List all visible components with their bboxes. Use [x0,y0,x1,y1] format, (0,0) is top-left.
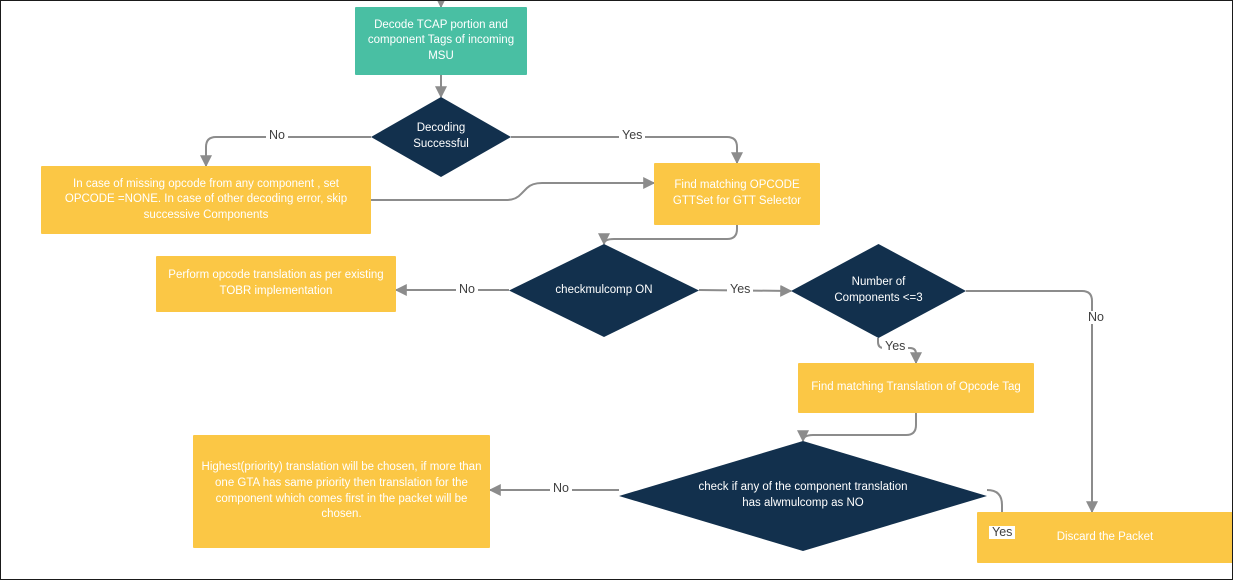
node-label-find-opcode-gttset: Find matching OPCODE GTTSet for GTT Sele… [672,179,802,207]
flow-node-perform-opcode-translation[interactable]: Perform opcode translation as per existi… [156,256,396,312]
node-label-decode-tcap: Decode TCAP portion and component Tags o… [367,18,515,62]
flow-node-highest-priority-translation[interactable]: Highest(priority) translation will be ch… [193,435,490,548]
flow-node-decoding-successful[interactable]: Decoding Successful [371,97,511,177]
flow-edge-e-no-missing [200,136,371,168]
flow-node-discard-the-packet[interactable]: Discard the Packet [977,512,1232,563]
node-label-number-of-components: Number of Components <=3 [834,276,923,304]
flow-node-missing-opcode[interactable]: In case of missing opcode from any compo… [41,166,371,234]
node-label-discard-the-packet: Discard the Packet [1056,530,1154,543]
edge-label-lbl-yes-check: Yes [727,283,754,296]
node-label-perform-opcode-translation: Perform opcode translation as per existi… [168,269,384,297]
flow-node-find-opcode-gttset[interactable]: Find matching OPCODE GTTSet for GTT Sele… [654,163,820,225]
edge-label-lbl-yes-decoding: Yes [619,129,646,142]
node-label-highest-priority-translation: Highest(priority) translation will be ch… [201,461,482,521]
edge-label-lbl-no-alw: No [550,482,572,495]
node-label-find-translation-opcode-tag: Find matching Translation of Opcode Tag [811,381,1021,394]
node-label-checkmulcomp: checkmulcomp ON [555,283,653,296]
node-label-decoding-successful: Decoding Successful [413,122,469,150]
edge-label-lbl-yes-alw: Yes [989,526,1016,539]
edge-label-lbl-yes-num: Yes [882,340,909,353]
flow-node-decode-tcap[interactable]: Decode TCAP portion and component Tags o… [355,7,527,75]
edge-label-lbl-no-check: No [456,283,478,296]
flow-node-checkmulcomp[interactable]: checkmulcomp ON [509,244,699,337]
flow-node-find-translation-opcode-tag[interactable]: Find matching Translation of Opcode Tag [798,363,1034,413]
flow-node-number-of-components[interactable]: Number of Components <=3 [791,244,966,338]
flow-edge-e-trans-check [797,413,917,443]
node-label-missing-opcode: In case of missing opcode from any compo… [64,177,348,221]
edge-label-lbl-no-num: No [1085,311,1107,324]
flow-node-check-alwmulcomp[interactable]: check if any of the component translatio… [619,441,987,551]
edge-label-lbl-no-decoding: No [266,129,288,142]
flow-edge-e-gttset-check [598,225,738,246]
flow-edge-e-missing-gttset [371,177,656,201]
node-label-check-alwmulcomp: check if any of the component translatio… [698,481,908,509]
